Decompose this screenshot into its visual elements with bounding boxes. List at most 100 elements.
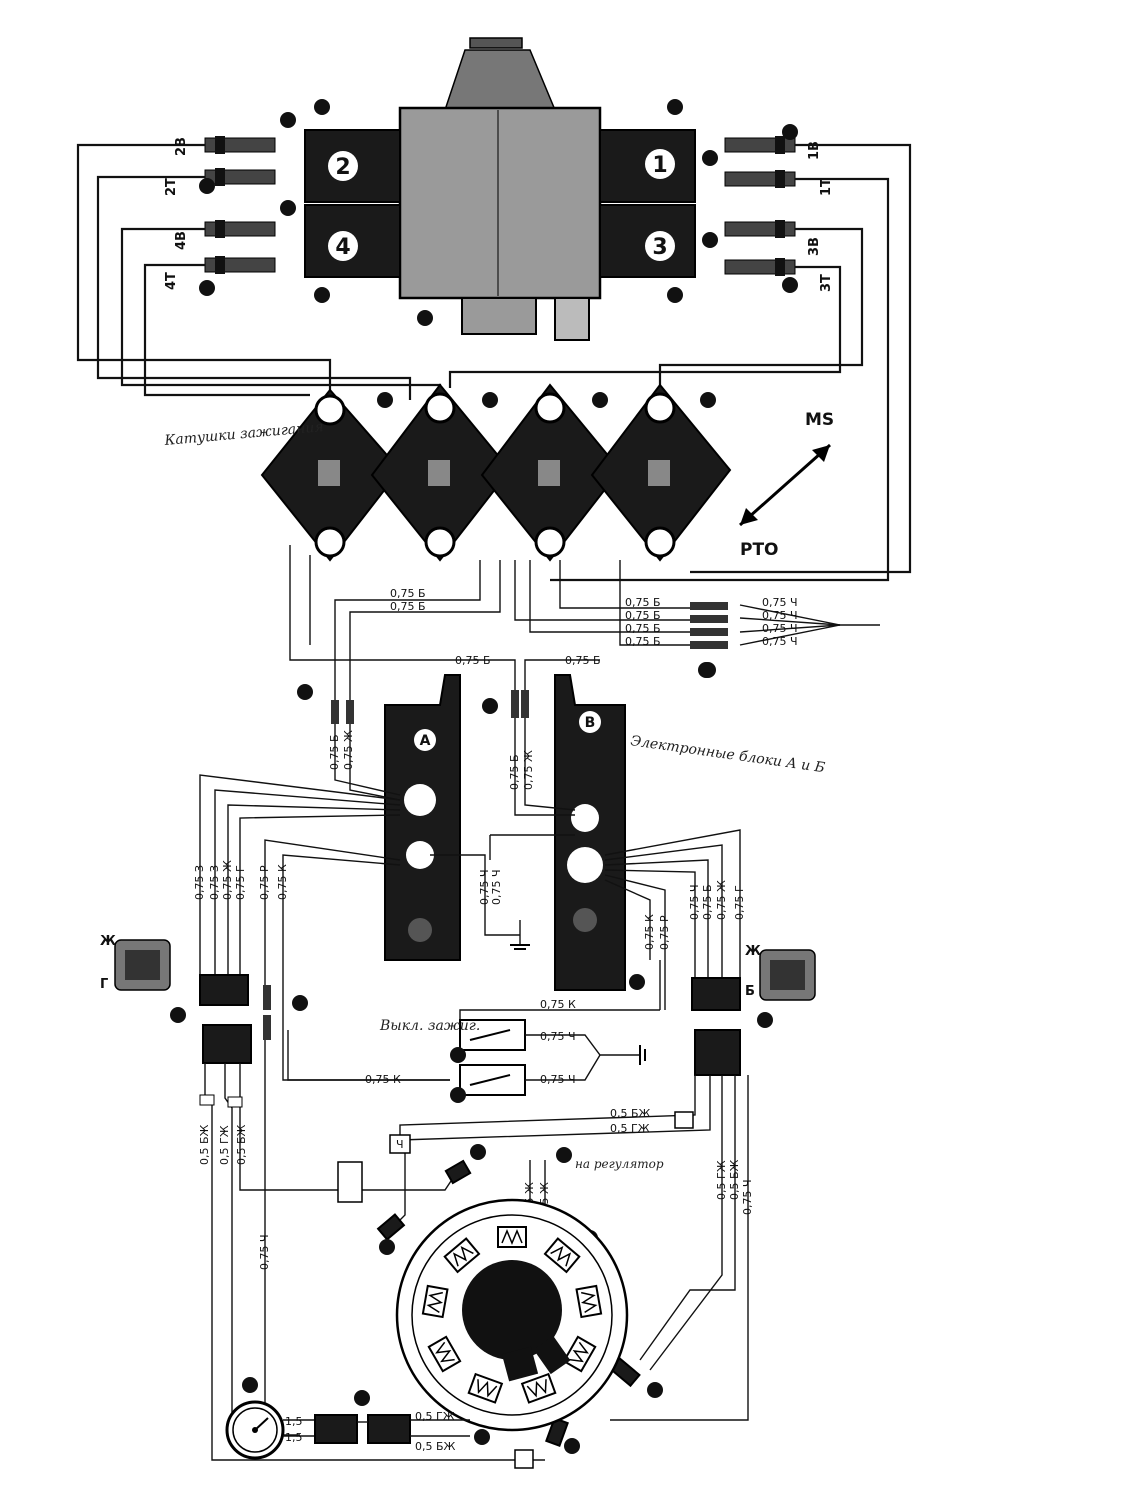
- spark-plug-icon: [204, 220, 276, 238]
- ground-wires: [430, 834, 575, 950]
- regulator-handwritten-note: на регулятор: [575, 1157, 664, 1171]
- units-handwritten-note: Электронные блоки А и Б: [629, 733, 825, 776]
- wire-label-switch-1: 0,75 К: [540, 998, 576, 1011]
- wire-label-unit-a-in-2: 0,75 Ж: [342, 730, 355, 770]
- stator-coil-winding: [501, 1229, 523, 1245]
- ignition-coils: [260, 383, 732, 562]
- ignition-coil-icon: [370, 383, 512, 562]
- wire-label-b-out-2: 0,75 Р: [658, 915, 671, 950]
- spark-plugs-left: 2B 2T 4B 4T: [164, 112, 296, 296]
- pto-label: PTO: [740, 540, 779, 560]
- connector-right: Ж Б: [629, 944, 816, 1076]
- wire-label-upper-2: 0,75 Б: [390, 600, 426, 613]
- wire-label-left-lower-2: 0,5 ГЖ: [218, 1125, 231, 1165]
- wire-label-right-1: 0,75 Б: [625, 596, 661, 609]
- wire-label-left-6: 0,75 К: [276, 864, 289, 900]
- spark-plug-icon: [204, 136, 276, 154]
- plug-label-2T: 2T: [164, 178, 179, 196]
- wire-label-bottom-1: 1,5: [285, 1415, 303, 1428]
- stator-coil-winding: [569, 1341, 589, 1363]
- stator-coil-winding: [452, 1245, 474, 1267]
- wire-label-bottom-3: 0,5 ГЖ: [415, 1410, 455, 1423]
- stator-coil-winding: [580, 1291, 598, 1313]
- stator-coil: [497, 1226, 527, 1248]
- wire-label-unit-a-in-1: 0,75 Б: [328, 734, 341, 770]
- stator-coil: [443, 1237, 481, 1274]
- stator-coil: [543, 1237, 581, 1274]
- wire-label-right-lower-3: 0,75 Ч: [741, 1179, 754, 1215]
- wire-label-right-out-2: 0,75 Ч: [762, 609, 798, 622]
- conn-right-letter-top: Ж: [745, 944, 761, 959]
- stator-coil-winding: [526, 1379, 547, 1398]
- ignition-coil-icon: [480, 383, 622, 562]
- conn-left-letter-top: Ж: [100, 934, 116, 949]
- wire-label-switch-4: 0,75 Ч: [540, 1073, 576, 1086]
- wire-label-left-2: 0,75 З: [208, 865, 221, 900]
- plug-label-4B: 4B: [174, 231, 189, 250]
- stator-coil: [520, 1372, 557, 1404]
- wire-label-right-out-1: 0,75 Ч: [762, 596, 798, 609]
- wire-label-left-3: 0,75 Ж: [221, 860, 234, 900]
- spark-plug-icon: [724, 170, 796, 188]
- wire-label-right-3: 0,75 Б: [625, 622, 661, 635]
- plug-label-2B: 2B: [174, 137, 189, 156]
- ground-icon: [639, 1045, 646, 1065]
- stator-coil: [421, 1284, 449, 1319]
- wire-label-switch-2: 0,75 Ч: [540, 1030, 576, 1043]
- connector-left: Ж Г: [100, 934, 308, 1064]
- spark-plug-icon: [724, 136, 796, 154]
- wire-label-right-h-3: 0,75 Ж: [715, 880, 728, 920]
- gauge-icon: [225, 1400, 285, 1460]
- spark-plugs-right: 1B 1T 3B 3T: [702, 124, 834, 293]
- electronic-unit-a: A: [384, 674, 461, 961]
- spark-plug-icon: [204, 168, 276, 186]
- wire-label-right-h-1: 0,75 Ч: [688, 884, 701, 920]
- direction-arrow: MS PTO: [739, 410, 834, 560]
- wire-label-unit-b-in-1: 0,75 Б: [508, 754, 521, 790]
- spark-plug-icon: [724, 258, 796, 276]
- conn-right-letter-side: Б: [745, 984, 755, 999]
- wire-label-upper-1: 0,75 Б: [390, 587, 426, 600]
- switch-handwritten-note: Выкл. зажиг.: [379, 1018, 480, 1034]
- unit-b-label: B: [585, 715, 596, 731]
- plug-label-3B: 3B: [807, 237, 822, 256]
- electronic-unit-b: B: [554, 674, 626, 991]
- stator-coil: [467, 1372, 504, 1404]
- unit-a-label: A: [420, 733, 431, 749]
- engine-block: 2 4 1 3: [304, 37, 696, 341]
- wire-label-ground-1: 0,75 Ч: [478, 869, 491, 905]
- wire-label-bottom-2: 1,5: [285, 1431, 303, 1444]
- wire-label-bottom-4: 0,5 БЖ: [415, 1440, 456, 1453]
- switch-section: [287, 960, 661, 1103]
- wire-label-right-out-4: 0,75 Ч: [762, 635, 798, 648]
- spark-plug-icon: [204, 256, 276, 274]
- wire-label-right-lower-2: 0,5 БЖ: [728, 1159, 741, 1200]
- wire-label-stator-1: 0,5 БЖ: [610, 1107, 651, 1120]
- ignition-coil-icon: [590, 383, 732, 562]
- ms-label: MS: [805, 410, 834, 430]
- wire-label-mid-2: 0,75 Б: [565, 654, 601, 667]
- stator-coil-winding: [550, 1245, 572, 1267]
- right-harness: [604, 829, 741, 1010]
- wire-label-right-out-3: 0,75 Ч: [762, 622, 798, 635]
- stator-coil-winding: [435, 1341, 455, 1363]
- plug-label-4T: 4T: [164, 272, 179, 290]
- stator-coil: [575, 1284, 603, 1319]
- conn-bottom-letter: Ч: [396, 1138, 404, 1151]
- stator-coil: [562, 1335, 597, 1373]
- wire-label-left-4: 0,75 Г: [234, 865, 247, 900]
- cylinder-2-label: 2: [335, 155, 350, 180]
- plug-label-3T: 3T: [819, 274, 834, 292]
- coil-bus-wires: [289, 545, 880, 690]
- cylinder-3-label: 3: [652, 235, 667, 260]
- wire-label-left-1: 0,75 З: [193, 865, 206, 900]
- wire-label-left-lower-1: 0,5 БЖ: [198, 1124, 211, 1165]
- cylinder-4-label: 4: [335, 235, 350, 260]
- wire-label-switch-3: 0,75 К: [365, 1073, 401, 1086]
- stator-coil: [427, 1335, 462, 1373]
- wire-label-long-left: 0,75 Ч: [258, 1234, 271, 1270]
- cylinder-1-label: 1: [652, 153, 667, 178]
- wire-label-right-lower-1: 0,5 ГЖ: [715, 1160, 728, 1200]
- spark-plug-icon: [724, 220, 796, 238]
